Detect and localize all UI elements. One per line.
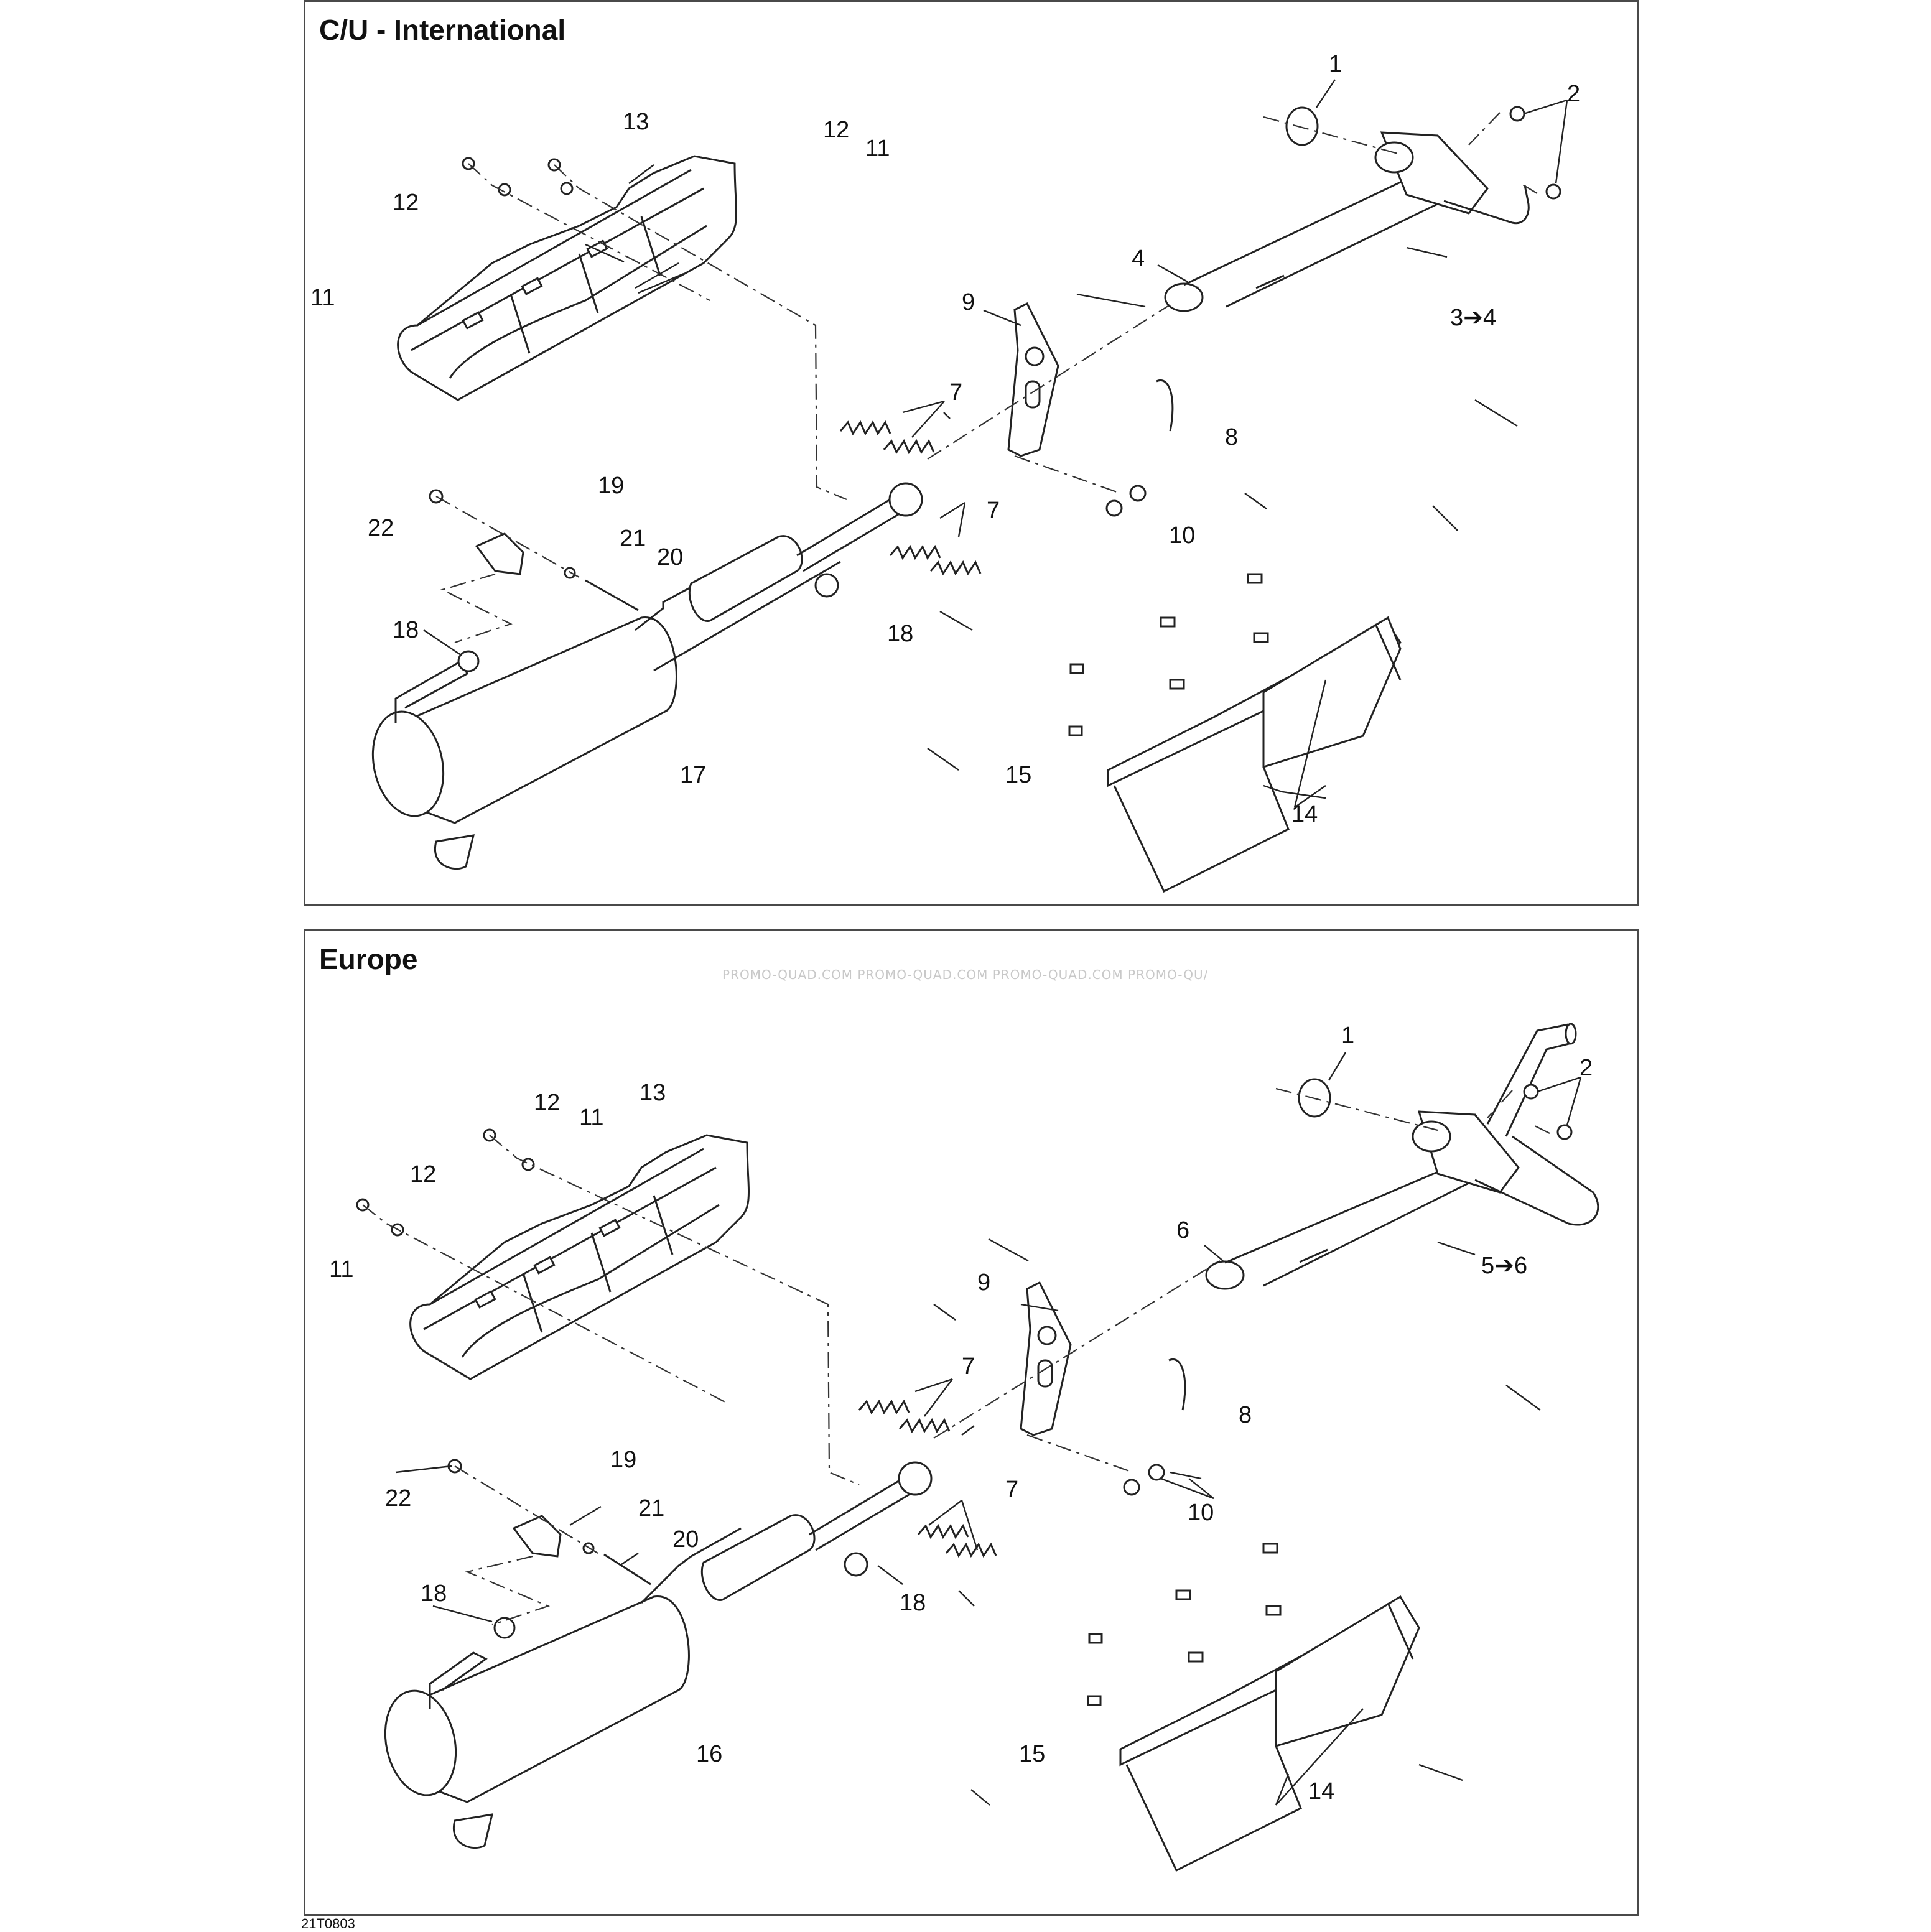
callout-13: 13 xyxy=(640,1080,666,1106)
callout-18: 18 xyxy=(887,621,913,647)
head-pipe-part-5 xyxy=(1205,1023,1599,1290)
callout-18: 18 xyxy=(393,617,419,643)
callout-14: 14 xyxy=(1291,801,1318,827)
callout-21: 21 xyxy=(638,1495,664,1521)
callout-1: 1 xyxy=(1329,51,1342,77)
gasket-part-1 xyxy=(1285,106,1319,146)
callout-12: 12 xyxy=(534,1090,560,1116)
diagram-panel-cu-international: C/U - International xyxy=(304,0,1639,906)
callout-11: 11 xyxy=(310,285,335,311)
callout-7: 7 xyxy=(1005,1477,1018,1503)
callout-3: 3➔4 xyxy=(1450,305,1496,331)
grommet-part-18 xyxy=(457,650,480,672)
callout-1: 1 xyxy=(1341,1023,1354,1049)
callout-15: 15 xyxy=(1019,1741,1045,1767)
heat-shield-part-13 xyxy=(409,1134,750,1380)
resonator-pipe xyxy=(700,1461,933,1601)
heat-shield-part-13 xyxy=(397,155,737,401)
screws-and-washers-11-12 xyxy=(462,157,847,501)
callout-5: 5➔6 xyxy=(1481,1253,1527,1279)
panel-title: C/U - International xyxy=(319,14,566,46)
callout-18: 18 xyxy=(421,1581,447,1607)
callout-9: 9 xyxy=(962,289,975,315)
exploded-view-drawing: 1 2 5➔6 6 7 7 8 9 10 11 11 12 12 13 14 1… xyxy=(329,1023,1599,1872)
nut-part-2 xyxy=(1523,1084,1539,1100)
callout-20: 20 xyxy=(672,1526,699,1553)
support-plate-part-9 xyxy=(927,284,1202,495)
callout-11: 11 xyxy=(579,1105,603,1131)
bolt-part-10 xyxy=(1148,1464,1165,1481)
callout-9: 9 xyxy=(977,1270,990,1296)
callout-13: 13 xyxy=(623,109,649,135)
callout-14: 14 xyxy=(1308,1778,1334,1804)
callout-2: 2 xyxy=(1567,81,1580,107)
clips-part-15 xyxy=(1068,573,1269,736)
callout-12: 12 xyxy=(410,1161,436,1187)
diagram-panel-europe: Europe PROMO-QUAD.COM PROMO-QUAD.COM PRO… xyxy=(304,929,1639,1916)
callout-11: 11 xyxy=(865,136,890,162)
skid-plate-part-14 xyxy=(1107,616,1402,893)
spring-part-8 xyxy=(1168,1358,1186,1411)
figure-code: 21T0803 xyxy=(301,1916,355,1931)
callout-2: 2 xyxy=(1580,1055,1593,1081)
bolt-part-10 xyxy=(1129,485,1147,502)
callout-leader-lines xyxy=(395,1052,1582,1806)
callout-8: 8 xyxy=(1239,1402,1252,1428)
screws-and-washers-11-12 xyxy=(356,1128,860,1486)
head-pipe-part-3 xyxy=(1164,131,1530,312)
support-plate-part-9 xyxy=(933,1260,1221,1474)
callout-19: 19 xyxy=(610,1447,636,1473)
resonator-pipe xyxy=(688,482,923,622)
panel-title: Europe xyxy=(319,943,418,975)
callout-21: 21 xyxy=(620,526,646,552)
callout-10: 10 xyxy=(1169,522,1195,549)
nut-part-2 xyxy=(1556,1124,1573,1140)
callout-19: 19 xyxy=(598,473,624,499)
callout-18: 18 xyxy=(900,1590,926,1616)
callout-7: 7 xyxy=(962,1354,975,1380)
grommet-part-18 xyxy=(814,573,839,598)
callout-6: 6 xyxy=(1176,1217,1189,1243)
watermark-text: PROMO-QUAD.COM PROMO-QUAD.COM PROMO-QUAD… xyxy=(722,967,1209,982)
callout-20: 20 xyxy=(657,544,683,570)
bracket-part-19 xyxy=(429,489,639,644)
callout-17: 17 xyxy=(680,762,706,788)
springs-part-7 xyxy=(839,420,982,576)
callout-10: 10 xyxy=(1188,1500,1214,1526)
bolt-part-10 xyxy=(1105,499,1123,517)
clips-part-15 xyxy=(1087,1543,1282,1706)
grommet-part-18 xyxy=(844,1552,868,1577)
spring-part-8 xyxy=(1156,379,1174,432)
nut-part-2 xyxy=(1509,106,1525,122)
muffler-part-16 xyxy=(384,1527,742,1849)
callout-22: 22 xyxy=(368,515,394,541)
muffler-part-17 xyxy=(371,560,841,870)
callout-8: 8 xyxy=(1225,424,1238,450)
exploded-view-drawing: 1 2 3➔4 4 7 7 8 9 10 11 11 12 12 13 14 1… xyxy=(310,51,1580,893)
callout-7: 7 xyxy=(987,498,1000,524)
callout-16: 16 xyxy=(696,1741,722,1767)
callout-11: 11 xyxy=(329,1256,353,1283)
skid-plate-part-14 xyxy=(1119,1595,1420,1872)
callout-4: 4 xyxy=(1132,246,1145,272)
springs-part-7 xyxy=(858,1399,997,1558)
callout-leader-lines xyxy=(423,79,1568,808)
callout-12: 12 xyxy=(393,190,419,216)
nut-part-2 xyxy=(1545,183,1561,200)
grommet-part-18 xyxy=(493,1617,516,1639)
bolt-part-10 xyxy=(1123,1479,1140,1496)
callout-15: 15 xyxy=(1005,762,1031,788)
callout-7: 7 xyxy=(949,379,962,406)
callout-22: 22 xyxy=(385,1485,411,1512)
bracket-part-19 xyxy=(447,1459,651,1626)
callout-12: 12 xyxy=(823,117,849,143)
